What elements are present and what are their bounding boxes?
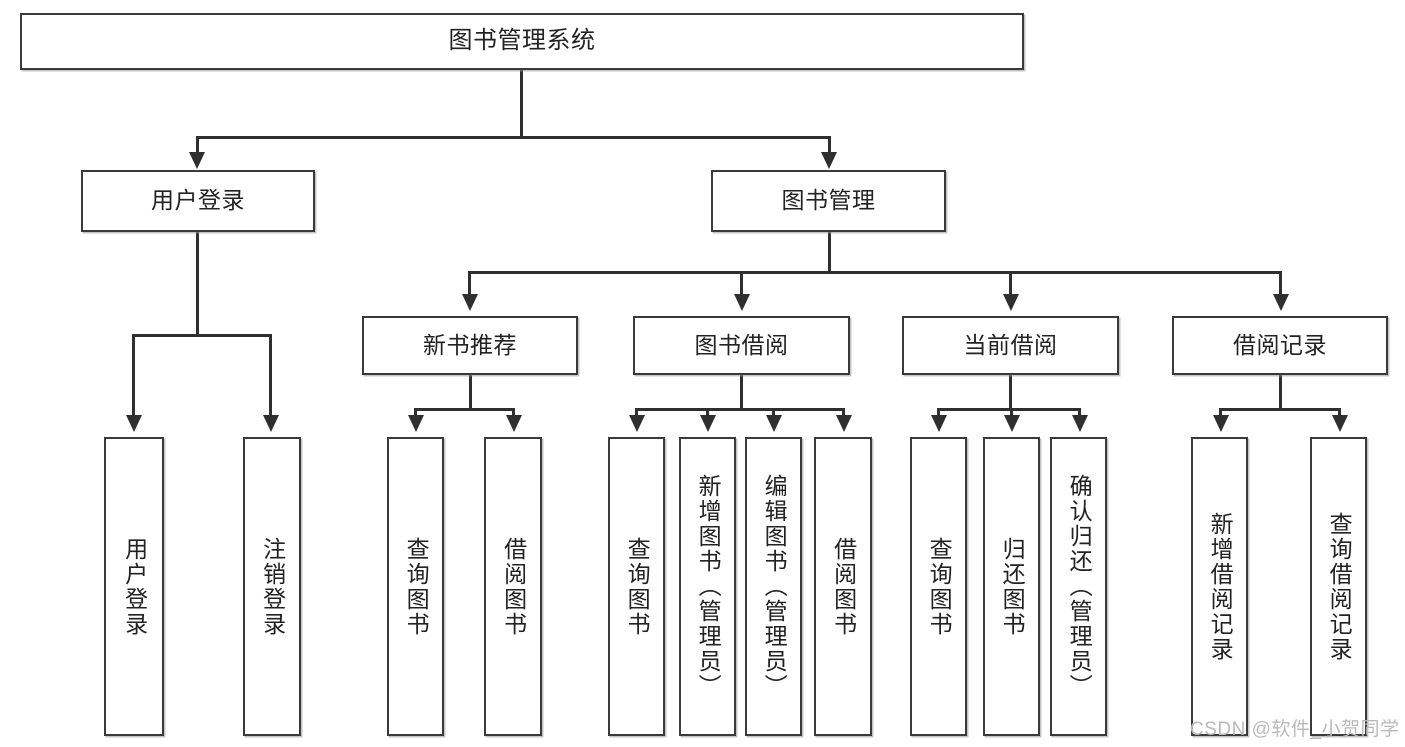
edge-new-book-to-leaf-2	[512, 408, 515, 418]
node-leaf-return-book[interactable]: 归还图书	[983, 437, 1040, 736]
node-book-manage-label: 图书管理	[781, 187, 876, 214]
node-leaf-user-login-label: 用户登录	[121, 536, 148, 637]
arrow-book-manage-to-new-book	[462, 294, 478, 311]
node-leaf-user-logout[interactable]: 注销登录	[243, 437, 301, 736]
node-book-manage[interactable]: 图书管理	[711, 170, 946, 232]
node-leaf-add-record-label: 新增借阅记录	[1207, 511, 1234, 662]
node-leaf-query-book-1-label: 查询图书	[403, 536, 430, 637]
arrow-current-borrow-to-leaf-1	[931, 415, 947, 432]
watermark-text: CSDN @软件_小贺同学	[1190, 719, 1400, 740]
edge-root-to-book-manage	[828, 136, 831, 156]
node-leaf-borrow-book-2-label: 借阅图书	[830, 536, 857, 637]
edge-book-borrow-to-leaf-2	[706, 408, 709, 418]
node-leaf-query-book-2-label: 查询图书	[624, 536, 651, 637]
node-title-box[interactable]: 图书管理系统	[20, 13, 1024, 70]
node-book-borrow-label: 图书借阅	[694, 331, 789, 358]
arrow-borrow-record-to-leaf-1	[1213, 415, 1229, 432]
edge-book-borrow-to-leaf-1	[635, 408, 638, 418]
node-leaf-query-record-label: 查询借阅记录	[1326, 511, 1353, 662]
node-new-book-recommend-label: 新书推荐	[423, 331, 517, 358]
arrow-borrow-record-to-leaf-2	[1332, 415, 1348, 432]
edge-user-login-to-leaf-2	[269, 334, 272, 418]
node-leaf-edit-book[interactable]: 编辑图书（管理员）	[745, 437, 802, 736]
node-title-label: 图书管理系统	[448, 27, 596, 55]
node-leaf-query-book-3-label: 查询图书	[926, 536, 953, 637]
edge-user-login-to-leaf-1	[132, 334, 135, 418]
edge-book-manage-to-current-borrow	[1009, 271, 1012, 297]
arrow-book-borrow-to-leaf-1	[629, 415, 645, 432]
edge-new-book-to-leaf-1	[414, 408, 417, 418]
node-leaf-query-book-3[interactable]: 查询图书	[910, 437, 967, 736]
node-user-login-label: 用户登录	[151, 187, 245, 214]
arrow-new-book-to-leaf-2	[506, 415, 522, 432]
node-leaf-return-book-label: 归还图书	[999, 536, 1026, 637]
arrow-book-manage-to-current-borrow	[1003, 294, 1019, 311]
edge-book-manage-to-borrow-record	[1279, 271, 1282, 297]
edge-borrow-record-bus	[1219, 408, 1340, 411]
edge-current-borrow-to-leaf-2	[1010, 408, 1013, 418]
node-borrow-record-label: 借阅记录	[1233, 331, 1327, 358]
edge-book-borrow-stem	[740, 375, 743, 408]
arrow-current-borrow-to-leaf-2	[1004, 415, 1020, 432]
node-leaf-user-logout-label: 注销登录	[259, 536, 286, 637]
arrow-user-login-to-leaf-1	[126, 415, 142, 432]
node-leaf-borrow-book-1-label: 借阅图书	[500, 536, 527, 637]
edge-book-manage-to-book-borrow	[740, 271, 743, 297]
node-leaf-confirm-return-label: 确认归还（管理员）	[1066, 474, 1093, 699]
arrow-user-login-to-leaf-2	[263, 415, 279, 432]
edge-current-borrow-to-leaf-1	[937, 408, 940, 418]
edge-book-borrow-bus	[635, 408, 845, 411]
node-leaf-query-record[interactable]: 查询借阅记录	[1310, 437, 1367, 736]
edge-new-book-stem	[469, 375, 472, 408]
node-current-borrow[interactable]: 当前借阅	[902, 316, 1119, 375]
node-user-login[interactable]: 用户登录	[81, 170, 315, 232]
arrow-root-to-user-login	[189, 152, 205, 169]
node-leaf-edit-book-label: 编辑图书（管理员）	[761, 474, 788, 699]
node-current-borrow-label: 当前借阅	[963, 331, 1058, 358]
arrow-book-borrow-to-leaf-4	[836, 415, 852, 432]
arrow-book-manage-to-book-borrow	[734, 294, 750, 311]
node-leaf-query-book-1[interactable]: 查询图书	[387, 437, 444, 736]
node-leaf-add-record[interactable]: 新增借阅记录	[1191, 437, 1248, 736]
edge-borrow-record-to-leaf-2	[1338, 408, 1341, 418]
node-leaf-user-login[interactable]: 用户登录	[104, 437, 164, 736]
edge-borrow-record-stem	[1279, 375, 1282, 408]
node-leaf-borrow-book-1[interactable]: 借阅图书	[484, 437, 542, 736]
node-new-book-recommend[interactable]: 新书推荐	[362, 316, 578, 375]
arrow-current-borrow-to-leaf-3	[1072, 415, 1088, 432]
edge-current-borrow-bus	[937, 408, 1081, 411]
edge-book-borrow-to-leaf-4	[842, 408, 845, 418]
edge-user-login-bus	[132, 334, 270, 337]
edge-current-borrow-to-leaf-3	[1078, 408, 1081, 418]
node-leaf-borrow-book-2[interactable]: 借阅图书	[814, 437, 872, 736]
node-borrow-record[interactable]: 借阅记录	[1172, 316, 1388, 375]
edge-current-borrow-stem	[1009, 375, 1012, 408]
edge-book-manage-stem	[828, 232, 831, 271]
edge-book-manage-bus	[468, 271, 1280, 274]
edge-book-manage-to-new-book	[468, 271, 471, 297]
edge-root-stem	[520, 70, 523, 136]
edge-root-to-user-login	[196, 136, 199, 156]
edge-new-book-bus	[414, 408, 514, 411]
edge-user-login-stem	[196, 232, 199, 334]
node-leaf-add-book-label: 新增图书（管理员）	[695, 474, 722, 699]
arrow-book-borrow-to-leaf-2	[700, 415, 716, 432]
arrow-root-to-book-manage	[821, 152, 837, 169]
node-book-borrow[interactable]: 图书借阅	[633, 316, 850, 375]
arrow-book-manage-to-borrow-record	[1273, 294, 1289, 311]
arrow-book-borrow-to-leaf-3	[766, 415, 782, 432]
node-leaf-query-book-2[interactable]: 查询图书	[608, 437, 665, 736]
arrow-new-book-to-leaf-1	[408, 415, 424, 432]
node-leaf-confirm-return[interactable]: 确认归还（管理员）	[1050, 437, 1107, 736]
edge-book-borrow-to-leaf-3	[772, 408, 775, 418]
edge-borrow-record-to-leaf-1	[1219, 408, 1222, 418]
node-leaf-add-book[interactable]: 新增图书（管理员）	[679, 437, 736, 736]
edge-root-bus	[197, 136, 829, 139]
